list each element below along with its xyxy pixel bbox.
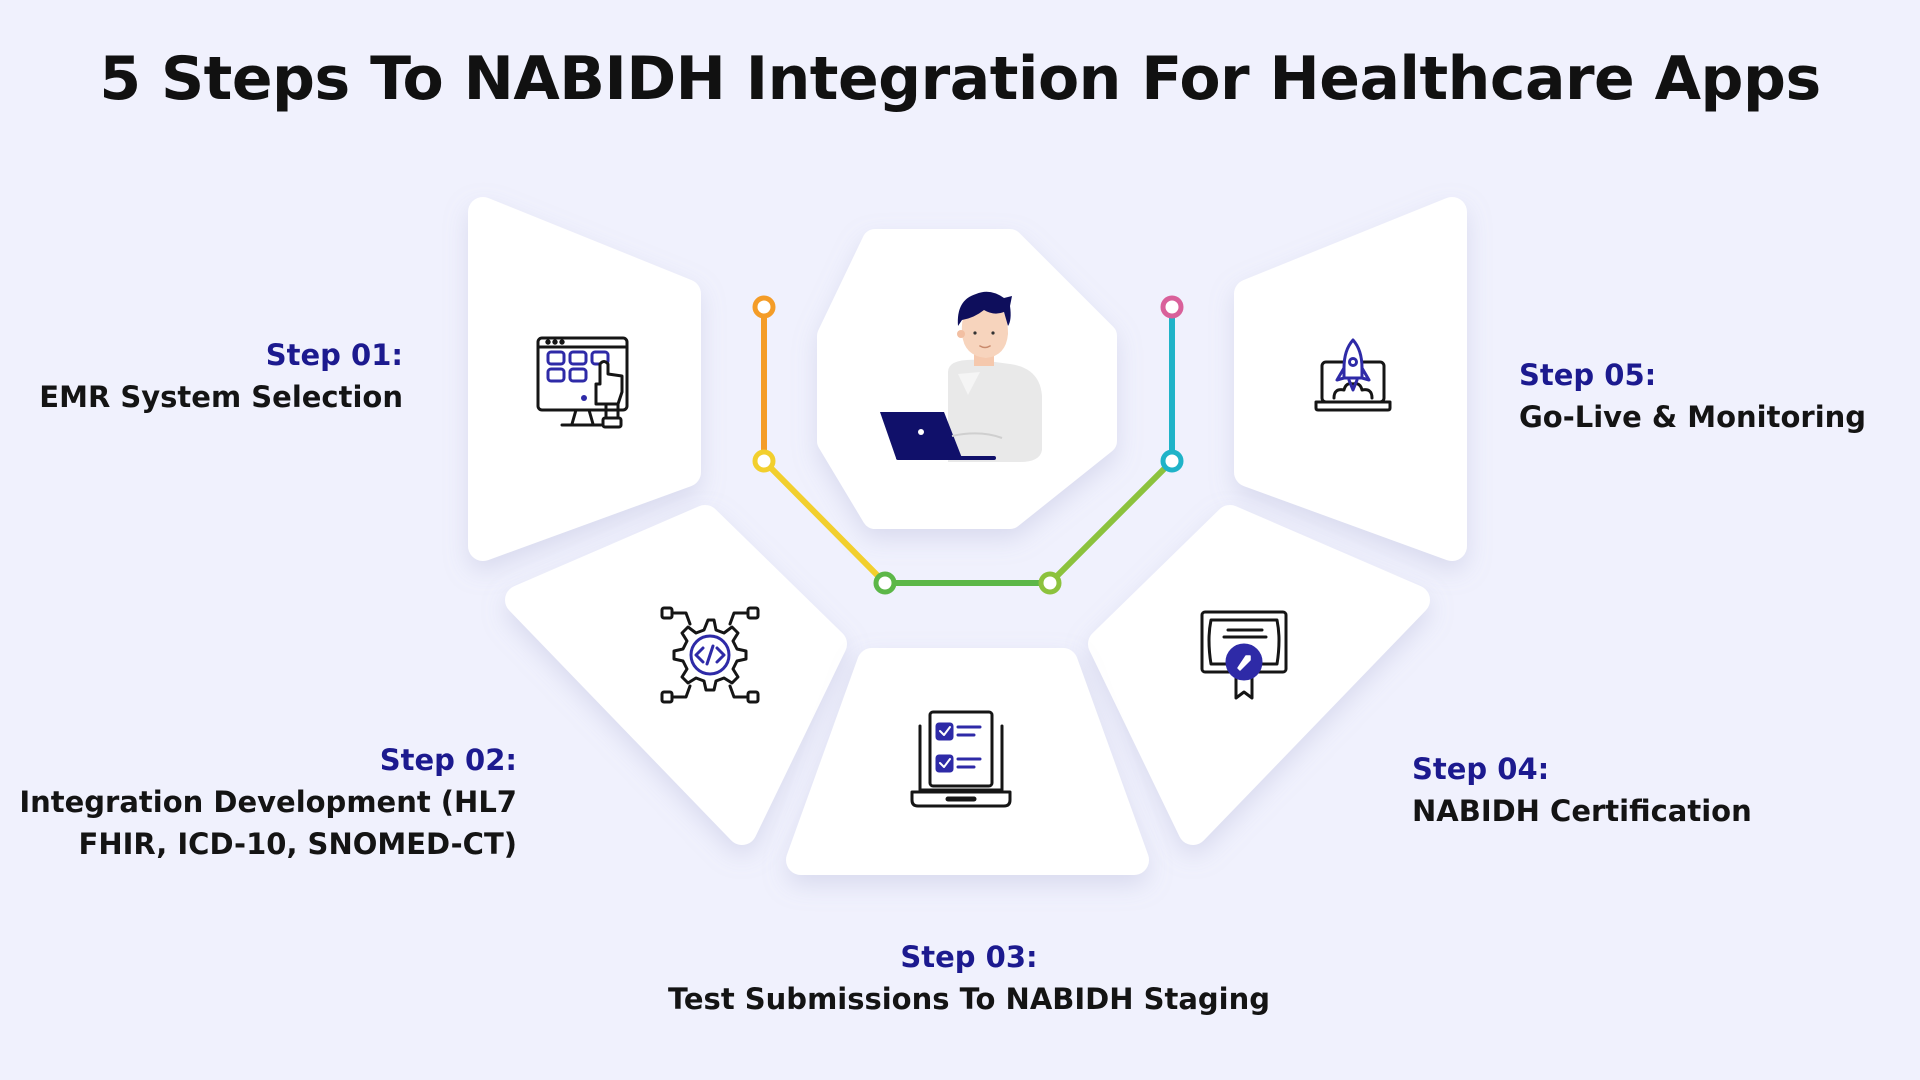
node-green-right bbox=[1038, 571, 1062, 595]
step-04-label: Step 04: bbox=[1412, 752, 1550, 786]
page-title: 5 Steps To NABIDH Integration For Health… bbox=[99, 44, 1821, 114]
step-05-desc: Go-Live & Monitoring bbox=[1519, 400, 1867, 434]
node-green-left bbox=[873, 571, 897, 595]
node-orange bbox=[752, 295, 776, 319]
step-03-label: Step 03: bbox=[900, 940, 1038, 974]
step-03-text: Step 03: Test Submissions To NABIDH Stag… bbox=[0, 936, 1920, 1020]
step-05-text: Step 05: Go-Live & Monitoring bbox=[1519, 354, 1866, 438]
step-02-desc: Integration Development (HL7 FHIR, ICD-1… bbox=[19, 785, 517, 861]
monitor-dashboard-icon bbox=[536, 336, 629, 429]
node-teal bbox=[1160, 449, 1184, 473]
step-01-label: Step 01: bbox=[265, 338, 403, 372]
step-01-text: Step 01: EMR System Selection bbox=[39, 334, 403, 418]
laptop-checklist-icon bbox=[910, 710, 1012, 808]
connector-path bbox=[761, 304, 1175, 586]
certificate-icon bbox=[1200, 610, 1288, 700]
gear-code-icon bbox=[660, 606, 760, 704]
step-02-text: Step 02: Integration Development (HL7 FH… bbox=[0, 739, 517, 865]
connector-nodes bbox=[752, 295, 1184, 595]
step-04-desc: NABIDH Certification bbox=[1412, 794, 1752, 828]
step-02-label: Step 02: bbox=[379, 743, 517, 777]
step-04-panel bbox=[1088, 505, 1430, 845]
step-02-panel bbox=[505, 505, 847, 845]
step-03-desc: Test Submissions To NABIDH Staging bbox=[667, 982, 1271, 1016]
step-04-text: Step 04: NABIDH Certification bbox=[1412, 748, 1752, 832]
node-pink bbox=[1160, 295, 1184, 319]
step-05-label: Step 05: bbox=[1519, 358, 1657, 392]
person-laptop-icon bbox=[880, 291, 1042, 462]
node-yellow bbox=[752, 449, 776, 473]
laptop-rocket-icon bbox=[1314, 338, 1392, 412]
step-01-desc: EMR System Selection bbox=[39, 380, 403, 414]
